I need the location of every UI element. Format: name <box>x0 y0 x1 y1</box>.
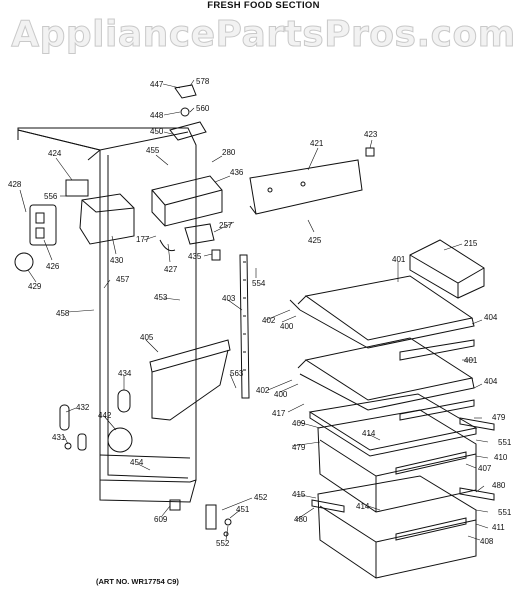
shelf-ladder <box>239 254 250 399</box>
cover-432 <box>59 404 70 431</box>
callout-label: 554 <box>252 279 266 288</box>
callout-label: 434 <box>118 369 132 378</box>
callout-label: 551 <box>498 508 512 517</box>
callout-label: 480 <box>492 481 506 490</box>
callout-label: 257 <box>219 221 233 230</box>
drawer-upper <box>317 409 477 513</box>
callout-label: 609 <box>154 515 168 524</box>
crisper-cover <box>308 393 478 457</box>
callout-label: 424 <box>48 149 62 158</box>
callout-label: 563 <box>230 369 244 378</box>
callout-label: 432 <box>76 403 90 412</box>
callout-label: 402 <box>262 316 276 325</box>
watermark: AppliancePartsPros.com <box>11 14 516 56</box>
callout-label: 401 <box>464 356 478 365</box>
callout-label: 453 <box>154 293 168 302</box>
drawer-lower <box>317 475 477 579</box>
shelf-bin <box>409 239 485 299</box>
callout-label: 442 <box>98 411 112 420</box>
callout-label: 400 <box>280 322 294 331</box>
callout-label: 280 <box>222 148 236 157</box>
callout-label: 417 <box>272 409 286 418</box>
callout-label: 423 <box>364 130 378 139</box>
cabinet-liner <box>17 127 197 503</box>
callout-label: 431 <box>52 433 66 442</box>
callout-label: 578 <box>196 77 210 86</box>
callout-label: 415 <box>292 490 306 499</box>
bracket-609 <box>169 499 181 511</box>
callout-label: 409 <box>292 419 306 428</box>
fan-442 <box>107 427 133 453</box>
callout-label: 551 <box>498 438 512 447</box>
bracket-452 <box>205 504 217 530</box>
callout-label: 405 <box>140 333 154 342</box>
callout-label: 400 <box>274 390 288 399</box>
light-shield <box>249 159 363 215</box>
callout-label: 448 <box>150 111 164 120</box>
callout-label: 450 <box>150 127 164 136</box>
callout-label: 407 <box>478 464 492 473</box>
callout-label: 408 <box>480 537 494 546</box>
callout-label: 404 <box>484 313 498 322</box>
light-assembly <box>169 84 207 141</box>
page-title: FRESH FOOD SECTION <box>207 0 320 11</box>
callout-label: 421 <box>310 139 324 148</box>
callout-label: 452 <box>254 493 268 502</box>
callout-label: 436 <box>230 168 244 177</box>
callout-label: 479 <box>492 413 506 422</box>
callout-label: 404 <box>484 377 498 386</box>
callout-label: 402 <box>256 386 270 395</box>
callout-label: 457 <box>116 275 130 284</box>
callout-label: 428 <box>8 180 22 189</box>
shelf-middle <box>297 337 475 421</box>
callout-label: 454 <box>130 458 144 467</box>
callout-label: 556 <box>44 192 58 201</box>
callout-label: 451 <box>236 505 250 514</box>
callout-label: 425 <box>308 236 322 245</box>
callout-label: 411 <box>492 523 505 532</box>
wiring <box>159 223 221 261</box>
callout-label: 435 <box>188 252 202 261</box>
bulb-icon <box>365 147 375 157</box>
callout-label: 455 <box>146 146 160 155</box>
callout-label: 480 <box>294 515 308 524</box>
callout-label: 177 <box>136 235 150 244</box>
callout-label: 426 <box>46 262 60 271</box>
callout-label: 414 <box>362 429 376 438</box>
drain-trough <box>149 339 231 421</box>
cover-434 <box>117 389 131 413</box>
callout-label: 410 <box>494 453 508 462</box>
callout-label: 479 <box>292 443 306 452</box>
art-number: (ART NO. WR17754 C9) <box>96 577 179 586</box>
callout-label: 414 <box>356 502 370 511</box>
damper-assembly <box>29 179 135 246</box>
callout-label: 215 <box>464 239 478 248</box>
knob-icon <box>14 252 34 272</box>
callout-label: 401 <box>392 255 406 264</box>
rail-480 <box>459 487 495 501</box>
callout-label: 427 <box>164 265 178 274</box>
control-housing <box>151 175 223 227</box>
shelf-upper <box>289 275 475 361</box>
callout-label: 447 <box>150 80 164 89</box>
callout-label: 552 <box>216 539 230 548</box>
callout-label: 403 <box>222 294 236 303</box>
callout-label: 430 <box>110 256 124 265</box>
rail-479 <box>459 417 495 431</box>
callout-label: 560 <box>196 104 210 113</box>
callout-label: 429 <box>28 282 42 291</box>
callout-label: 458 <box>56 309 70 318</box>
